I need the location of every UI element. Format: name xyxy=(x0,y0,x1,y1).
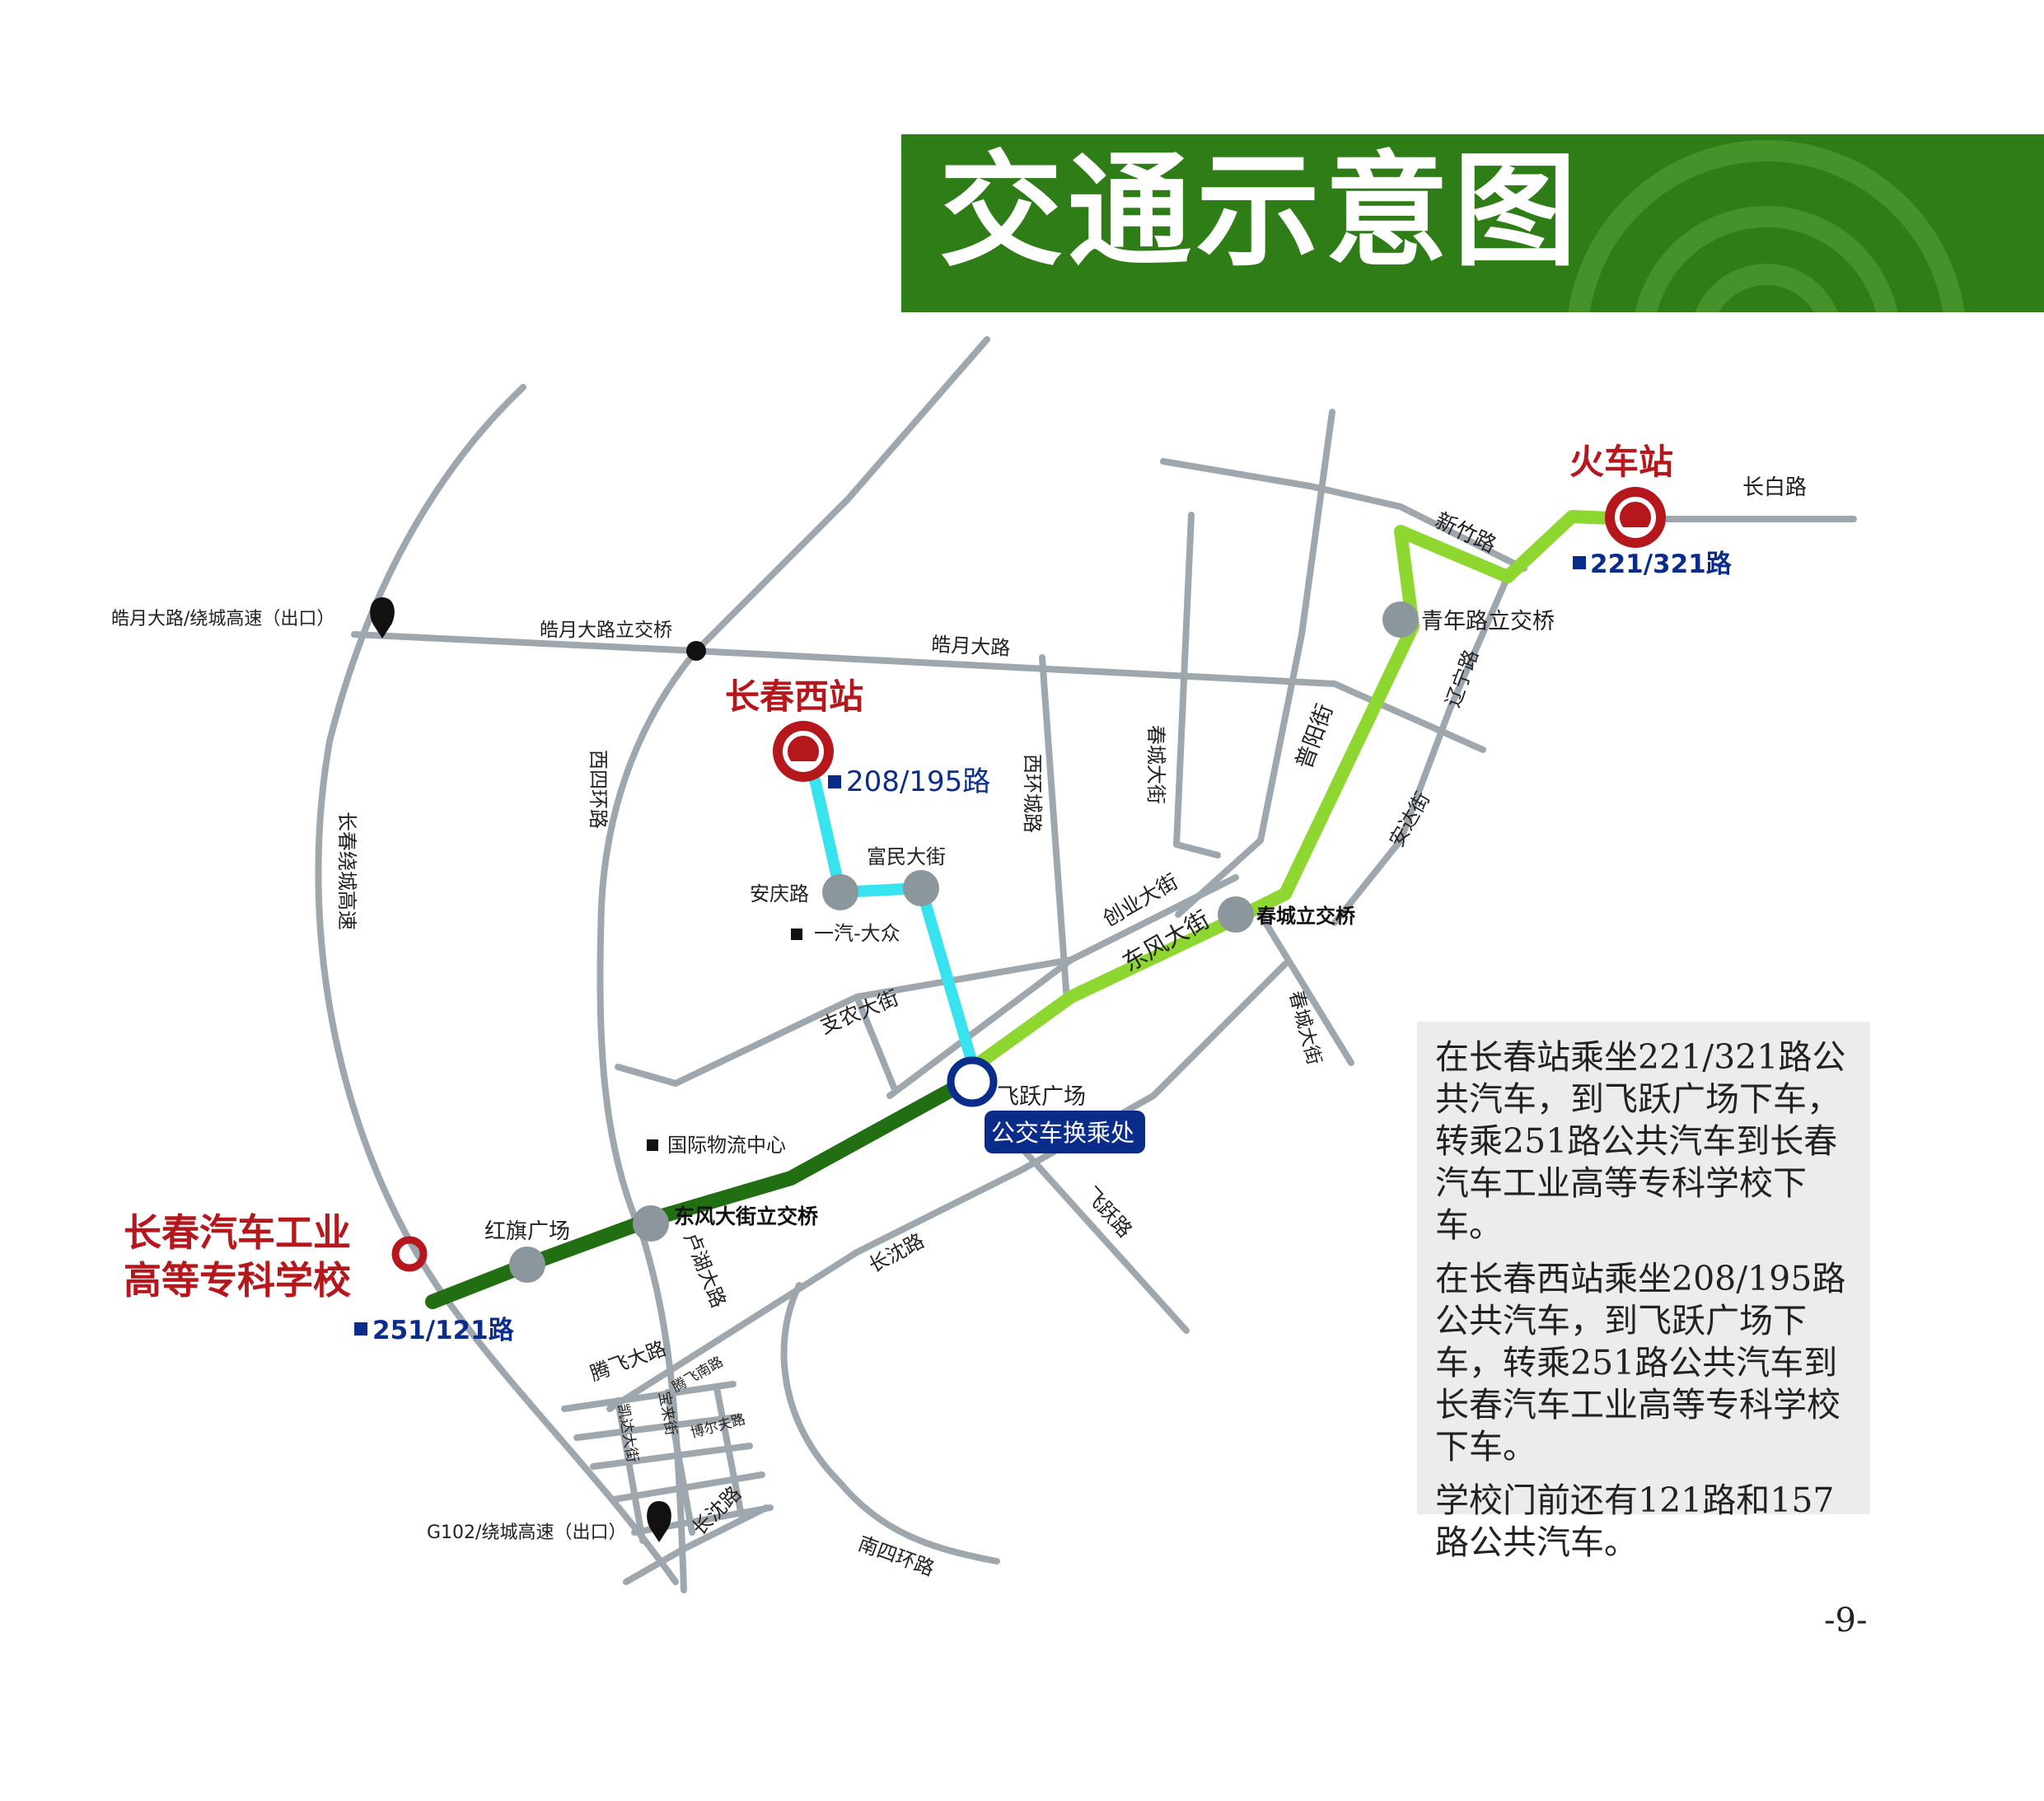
haoyue-exit-pin-icon xyxy=(370,597,395,639)
page-number: -9- xyxy=(1824,1602,1868,1640)
landmark-square-icon xyxy=(791,929,802,940)
west-station-icon-base xyxy=(791,761,816,767)
train-station-icon-inner xyxy=(1615,497,1656,538)
stop-haoyue-bridge xyxy=(686,641,706,661)
stop-anqing[interactable] xyxy=(822,874,858,910)
school-marker-icon[interactable] xyxy=(391,1236,428,1272)
stop-chuncheng[interactable] xyxy=(1218,896,1254,933)
road-east-lower xyxy=(606,961,1289,1412)
page-title: 交通示意图 xyxy=(939,138,1583,283)
stop-dongfeng-label: 东风大街立交桥 xyxy=(674,1205,818,1228)
transfer-label-box xyxy=(985,1111,1145,1153)
road-grid-a xyxy=(561,1381,737,1412)
landmark-square-icon xyxy=(647,1139,658,1151)
road-liaoning xyxy=(1331,573,1511,926)
road-label-anda: 安达街 xyxy=(1385,788,1434,851)
road-label-boer: 博尔夫路 xyxy=(689,1411,747,1442)
west-station-label: 长春西站 xyxy=(725,676,863,717)
stop-g102-exit-label: G102/绕城高速（出口） xyxy=(427,1523,626,1543)
road-label-ring-expressway: 长春绕城高速 xyxy=(335,812,358,930)
road-puyang-outer xyxy=(1175,409,1335,918)
directions-paragraph-2: 在长春西站乘坐208/195路公共汽车，到飞跃广场下车，转乘251路公共汽车到长… xyxy=(1435,1259,1846,1467)
directions-paragraph-1: 在长春站乘坐221/321路公共汽车，到飞跃广场下车，转乘251路公共汽车到长春… xyxy=(1435,1037,1846,1245)
bus-square-icon xyxy=(354,1322,367,1336)
directions-paragraph-3: 学校门前还有121路和157路公共汽车。 xyxy=(1435,1481,1835,1562)
west-station-icon xyxy=(773,721,834,782)
road-label-changbai: 长白路 xyxy=(1742,475,1807,500)
stop-dongfeng[interactable] xyxy=(633,1205,669,1242)
road-label-chuncheng-st2: 春城大街 xyxy=(1284,989,1325,1068)
transfer-label: 公交车换乘处 xyxy=(991,1119,1134,1147)
train-station-buses: 221/321路 xyxy=(1590,550,1733,579)
road-label-changshen: 长沈路 xyxy=(865,1229,928,1278)
title-banner: 交通示意图 xyxy=(901,134,2044,312)
railway-station-train[interactable] xyxy=(1605,487,1666,548)
road-network xyxy=(315,336,1857,1593)
road-label-chuncheng-st: 春城大街 xyxy=(1144,725,1167,804)
train-station-icon-base xyxy=(1623,527,1648,533)
train-station-label: 火车站 xyxy=(1569,442,1673,482)
road-label-xisihuan: 西四环路 xyxy=(587,750,610,829)
road-label-feiyue-rd: 飞跃路 xyxy=(1080,1182,1137,1242)
road-xihuancheng xyxy=(1039,654,1070,1004)
road-changshen2 xyxy=(623,1504,769,1585)
road-grid-b xyxy=(573,1414,741,1441)
stop-hongqi-label: 红旗广场 xyxy=(484,1219,570,1244)
road-grid-v1 xyxy=(615,1397,646,1544)
road-ring-expressway xyxy=(315,384,679,1585)
transfer-feiyue[interactable] xyxy=(947,1056,998,1107)
west-station-buses: 208/195路 xyxy=(846,765,990,798)
bus-square-icon xyxy=(828,775,841,788)
stop-chuncheng-label: 春城立交桥 xyxy=(1256,905,1356,928)
railway-station-west[interactable] xyxy=(773,721,834,782)
school-label-line2: 高等专科学校 xyxy=(124,1258,351,1303)
road-grid-v3 xyxy=(713,1385,745,1519)
road-grid-v2 xyxy=(664,1389,695,1536)
road-label-liaoning: 辽宁路 xyxy=(1441,647,1483,710)
stop-haoyue-exit-label: 皓月大路/绕城高速（出口） xyxy=(111,609,334,629)
g102-exit-pin-icon xyxy=(647,1501,671,1542)
road-feiyue-rd xyxy=(994,1117,1190,1334)
road-north-top xyxy=(1160,458,1527,572)
stop-hongqi[interactable] xyxy=(509,1247,545,1283)
stop-nodes xyxy=(509,601,1419,1283)
gear-decoration-icon xyxy=(1568,140,1965,312)
road-haoyue xyxy=(351,631,1486,753)
road-chuncheng-st xyxy=(1173,512,1221,858)
directions-infobox: 在长春站乘坐221/321路公共汽车，到飞跃广场下车，转乘251路公共汽车到长春… xyxy=(1417,1022,1870,1562)
landmark-faw: 一汽-大众 xyxy=(814,922,900,945)
landmark-logistics: 国际物流中心 xyxy=(667,1134,786,1157)
bus-square-icon xyxy=(1573,556,1586,569)
road-grid-c xyxy=(590,1443,753,1470)
road-label-puyang: 普阳街 xyxy=(1291,701,1338,773)
train-station-icon xyxy=(1605,487,1666,548)
transfer-name: 飞跃广场 xyxy=(997,1084,1086,1110)
road-zhinong-stub xyxy=(854,994,897,1091)
road-label-luhu: 卢湖大路 xyxy=(679,1229,730,1311)
stop-anqing-label: 安庆路 xyxy=(750,882,809,905)
school-buses: 251/121路 xyxy=(372,1316,515,1345)
road-changshen xyxy=(780,1282,1000,1565)
stop-haoyue-bridge-label: 皓月大路立交桥 xyxy=(540,620,672,641)
road-zhinong xyxy=(615,957,1074,1087)
stop-qingnian-label: 青年路立交桥 xyxy=(1421,609,1555,634)
stop-fumin-label: 富民大街 xyxy=(867,845,946,868)
west-station-icon-inner xyxy=(783,731,824,772)
stop-fumin[interactable] xyxy=(903,870,939,906)
road-chuncheng-st2 xyxy=(1257,911,1354,1066)
road-label-haoyue: 皓月大路 xyxy=(931,633,1011,660)
stop-qingnian[interactable] xyxy=(1382,601,1419,638)
road-label-xihuancheng: 西环城路 xyxy=(1021,754,1044,833)
school-label-line1: 长春汽车工业 xyxy=(124,1210,351,1255)
